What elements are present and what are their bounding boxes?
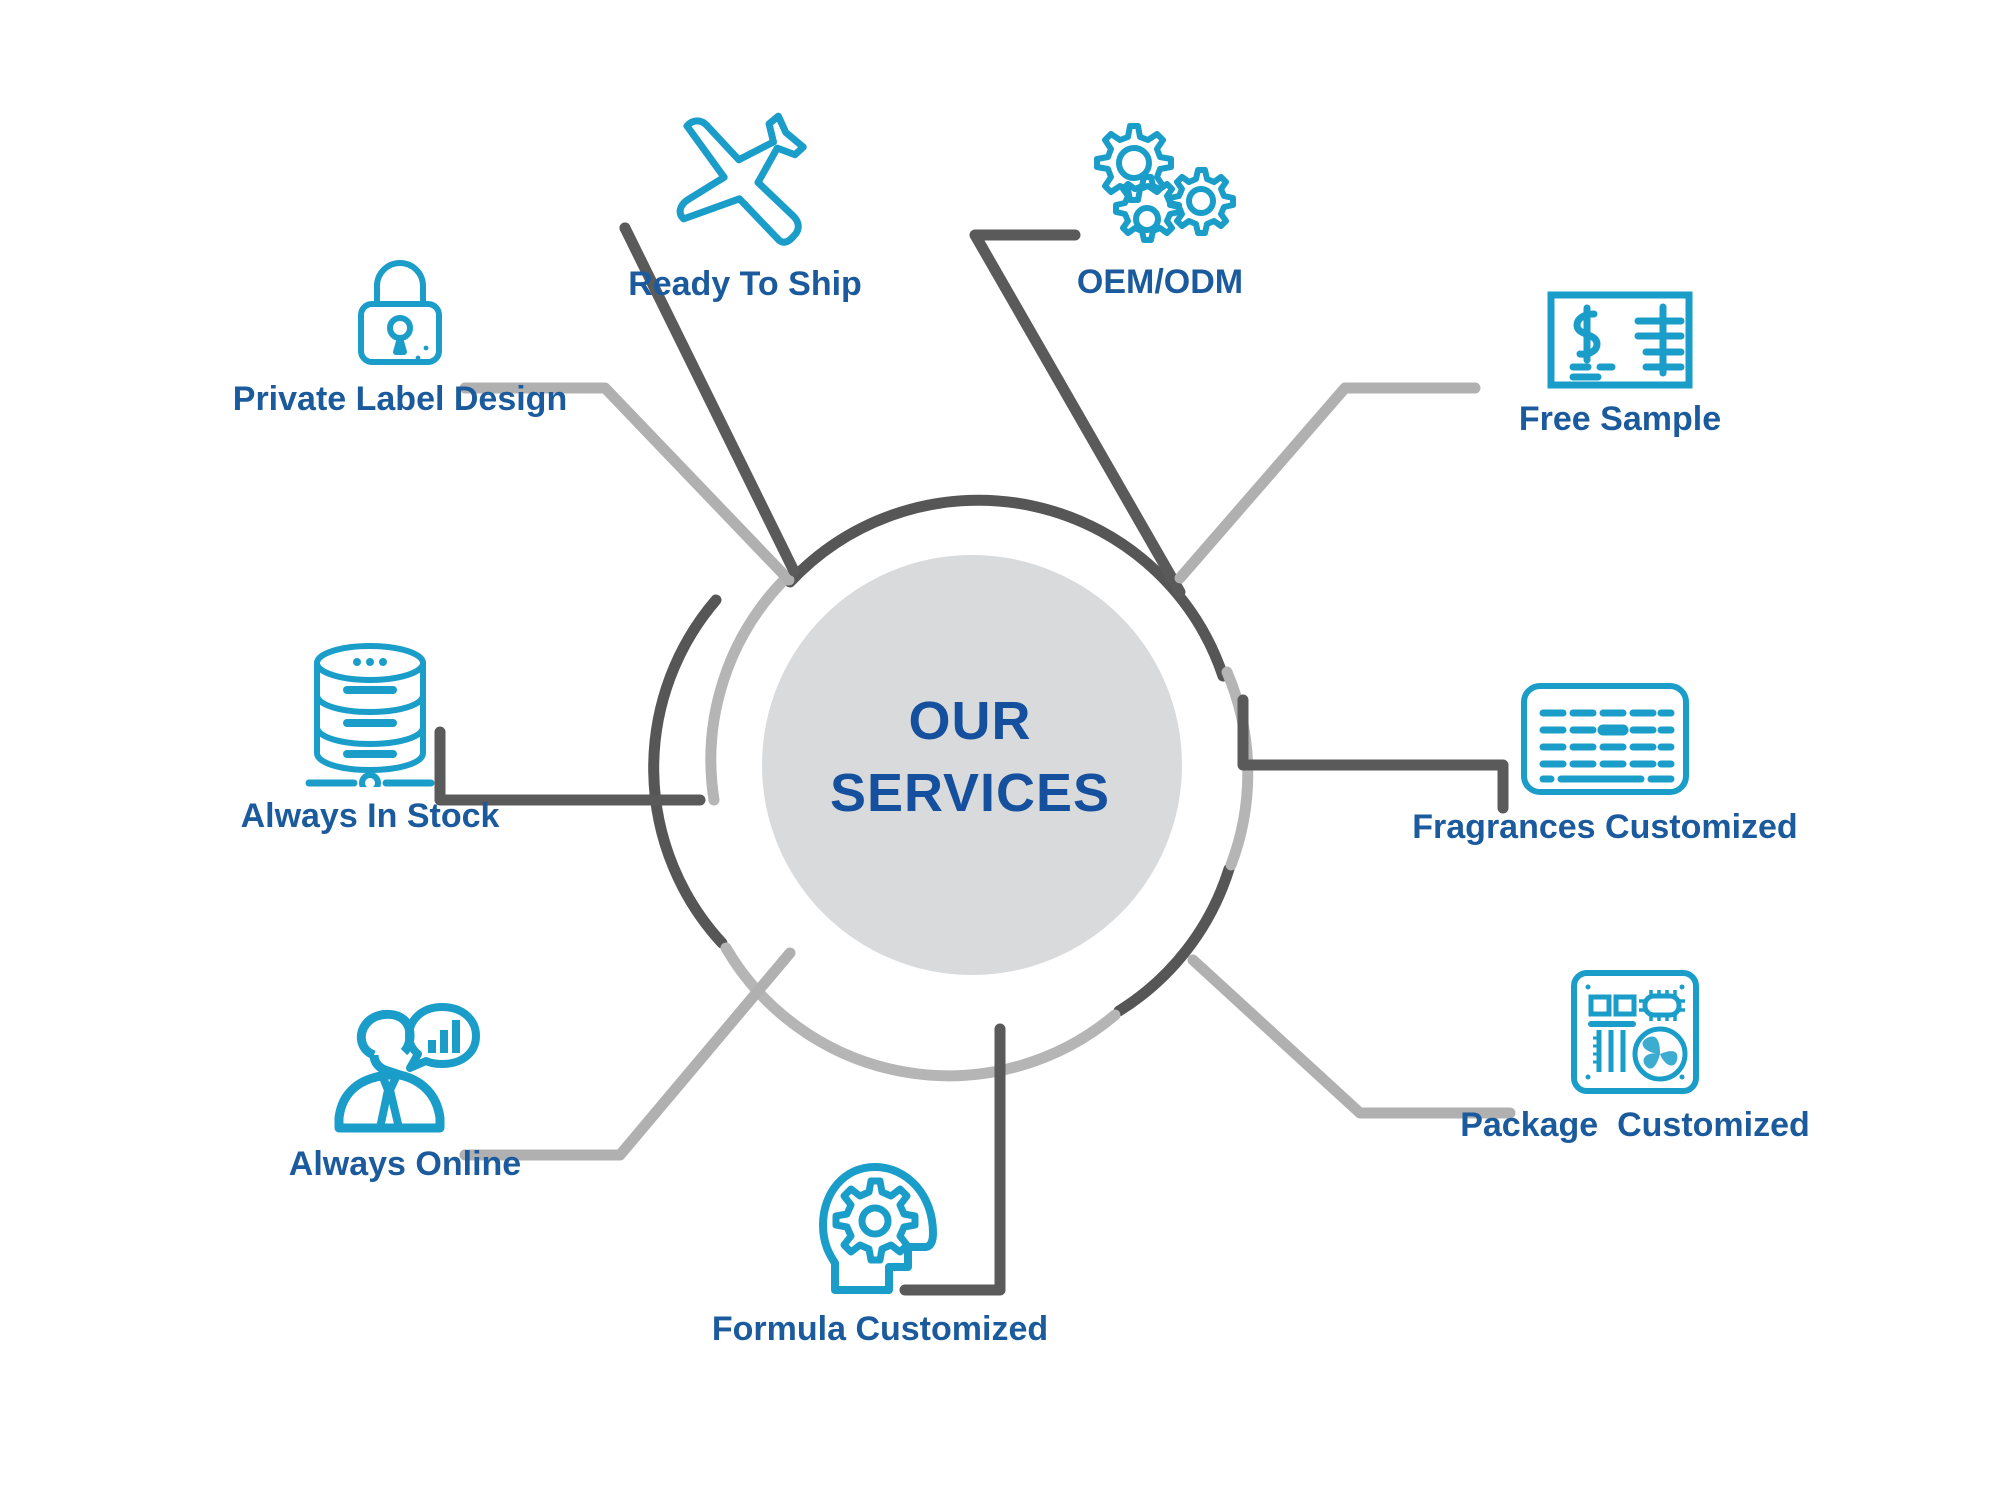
banknote-dollar-icon [1546, 290, 1694, 395]
hub-inner-circle [762, 555, 1182, 975]
node-label-ready-to-ship: Ready To Ship [628, 265, 862, 303]
hub-ring-arc-dark-top [784, 494, 1229, 682]
padlock-icon [350, 252, 450, 375]
node-oem-odm[interactable]: OEM/ODM [1030, 118, 1290, 301]
hub-ring-arc-dark-right [1113, 863, 1235, 1017]
wire-free-sample [1174, 382, 1481, 584]
node-label-oem-odm: OEM/ODM [1076, 263, 1244, 301]
node-fragrances-customized[interactable]: Fragrances Customized [1395, 680, 1815, 846]
wire-formula-customized [899, 1023, 1006, 1296]
node-always-online[interactable]: Always Online [255, 1000, 555, 1183]
person-chart-bubble-icon [330, 1000, 480, 1140]
keyboard-icon [1519, 680, 1691, 803]
node-label-fragrances-customized: Fragrances Customized [1412, 808, 1798, 846]
hub-ring-arc-light-lower [720, 942, 1121, 1082]
wire-oem-odm [969, 229, 1186, 598]
circuit-board-icon [1569, 968, 1701, 1101]
wire-always-in-stock [434, 726, 706, 806]
hub-ring-arc-light-upper-left [705, 572, 792, 806]
node-package-customized[interactable]: Package Customized [1420, 968, 1850, 1144]
node-label-formula-customized: Formula Customized [711, 1310, 1049, 1348]
wire-package-customized [1187, 954, 1516, 1119]
node-label-package-customized: Package Customized [1460, 1106, 1810, 1144]
airplane-icon [670, 105, 820, 260]
node-label-always-in-stock: Always In Stock [240, 797, 500, 835]
node-free-sample[interactable]: Free Sample [1470, 290, 1770, 438]
database-stack-icon [299, 635, 441, 794]
head-gear-icon [813, 1155, 948, 1305]
wire-ready-to-ship [619, 222, 800, 577]
gears-icon [1083, 118, 1238, 258]
node-formula-customized[interactable]: Formula Customized [690, 1155, 1070, 1348]
wire-fragrances-customized [1237, 694, 1509, 814]
hub-ring-arc-dark-left [648, 594, 728, 949]
node-label-private-label-design: Private Label Design [232, 380, 568, 418]
node-label-always-online: Always Online [288, 1145, 522, 1183]
node-always-in-stock[interactable]: Always In Stock [205, 635, 535, 835]
node-private-label-design[interactable]: Private Label Design [215, 252, 585, 418]
wire-always-online [459, 947, 796, 1161]
node-ready-to-ship[interactable]: Ready To Ship [605, 105, 885, 303]
node-label-free-sample: Free Sample [1518, 400, 1722, 438]
wire-private-label-design [459, 382, 795, 586]
